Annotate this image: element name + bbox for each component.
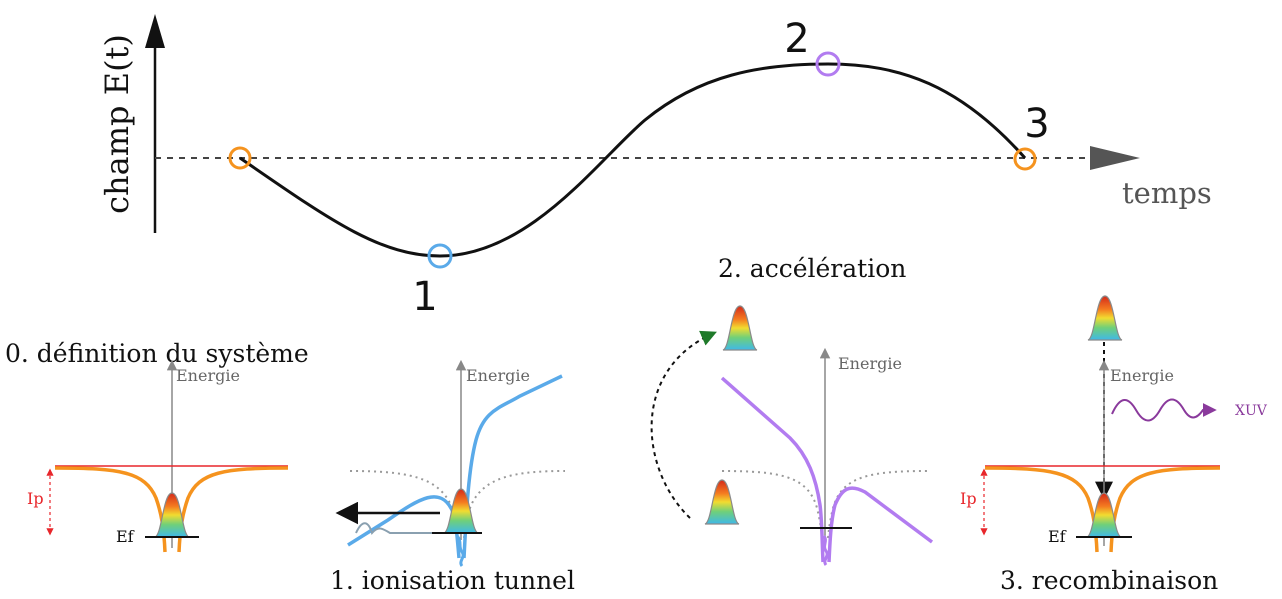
panel-1-tunnel-ionization: Energie 1. ionisation tunnel (330, 362, 575, 595)
panel-1-energy-label: Energie (466, 366, 530, 385)
panel-1-ground-wavepacket (444, 489, 478, 533)
panel-2-trajectory-arrow (652, 333, 714, 518)
panel-2-acceleration: 2. accélération Energie (652, 254, 932, 565)
panel-3-energy-label: Energie (1110, 366, 1174, 385)
panel-3-ef-label: Ef (1048, 527, 1067, 546)
field-curve (240, 64, 1025, 256)
field-x-axis-label: temps (1122, 176, 1212, 210)
panel-0-ef-label: Ef (116, 527, 135, 546)
field-time-axis-arrowhead (1090, 146, 1140, 170)
marker-1-label: 1 (412, 274, 437, 320)
field-y-axis-arrowhead (145, 14, 165, 48)
panel-3-ip-label: Ip (960, 489, 977, 508)
panel-3-xuv-label: XUV (1235, 403, 1268, 419)
panel-2-lower-wavepacket (705, 480, 739, 524)
panel-2-upper-wavepacket (723, 306, 757, 350)
panel-1-title: 1. ionisation tunnel (330, 566, 575, 595)
panel-2-title: 2. accélération (718, 254, 906, 283)
panel-3-returning-wavepacket (1088, 296, 1122, 340)
panel-2-energy-label: Energie (838, 354, 902, 373)
panel-0-title: 0. définition du système (5, 339, 309, 368)
panel-3-title: 3. recombinaison (1000, 566, 1218, 595)
field-y-axis-label: champ E(t) (98, 34, 136, 214)
panel-3-xuv-photon (1112, 400, 1214, 421)
panel-2-tilted-potential (722, 378, 932, 562)
marker-3-label: 3 (1024, 101, 1049, 147)
panel-0-system-definition: 0. définition du système Energie Ip Ef (5, 339, 309, 552)
panel-0-ip-label: Ip (27, 489, 44, 508)
panel-2-tail-squiggle (824, 536, 827, 565)
marker-2-label: 2 (784, 16, 809, 62)
panel-3-recombination: Energie XUV Ip Ef 3. recombinaison (960, 296, 1268, 595)
field-plot: champ E(t) temps 1 2 3 (98, 14, 1212, 320)
panel-0-energy-label: Energie (176, 366, 240, 385)
